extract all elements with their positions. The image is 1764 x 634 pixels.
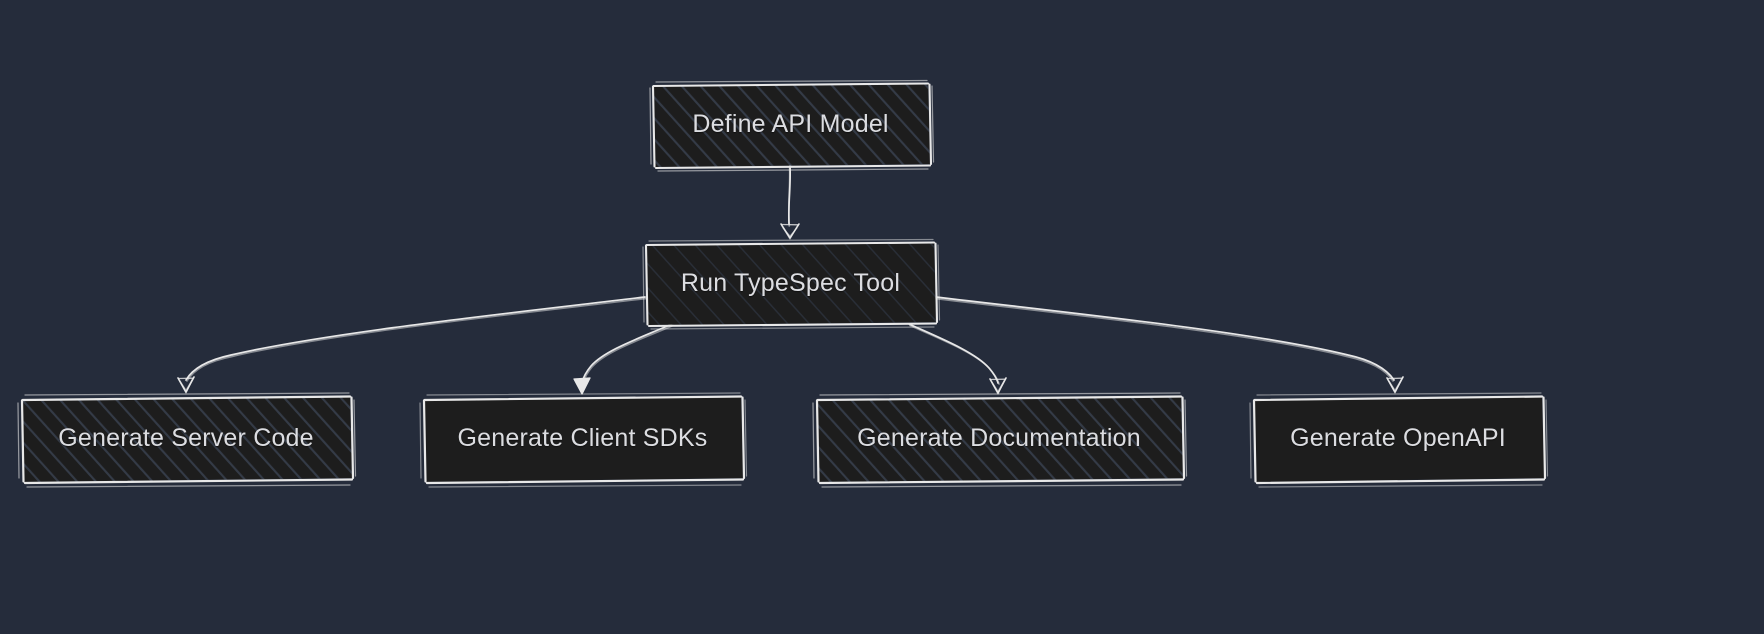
node-define-api-model[interactable]	[649, 79, 935, 172]
edge-define-to-run	[780, 165, 800, 240]
node-generate-documentation[interactable]	[812, 392, 1188, 488]
node-run-typespec-tool[interactable]	[642, 238, 941, 330]
edge-run-to-server	[177, 296, 647, 394]
edge-run-to-client	[573, 323, 674, 395]
nodes-layer	[17, 79, 1549, 488]
edge-run-to-openapi	[934, 296, 1404, 394]
edge-run-to-docs	[908, 323, 1007, 395]
edges-layer	[177, 165, 1404, 395]
node-generate-client-sdks[interactable]	[419, 392, 748, 488]
node-generate-openapi[interactable]	[1249, 392, 1549, 488]
node-generate-server-code[interactable]	[17, 392, 357, 488]
